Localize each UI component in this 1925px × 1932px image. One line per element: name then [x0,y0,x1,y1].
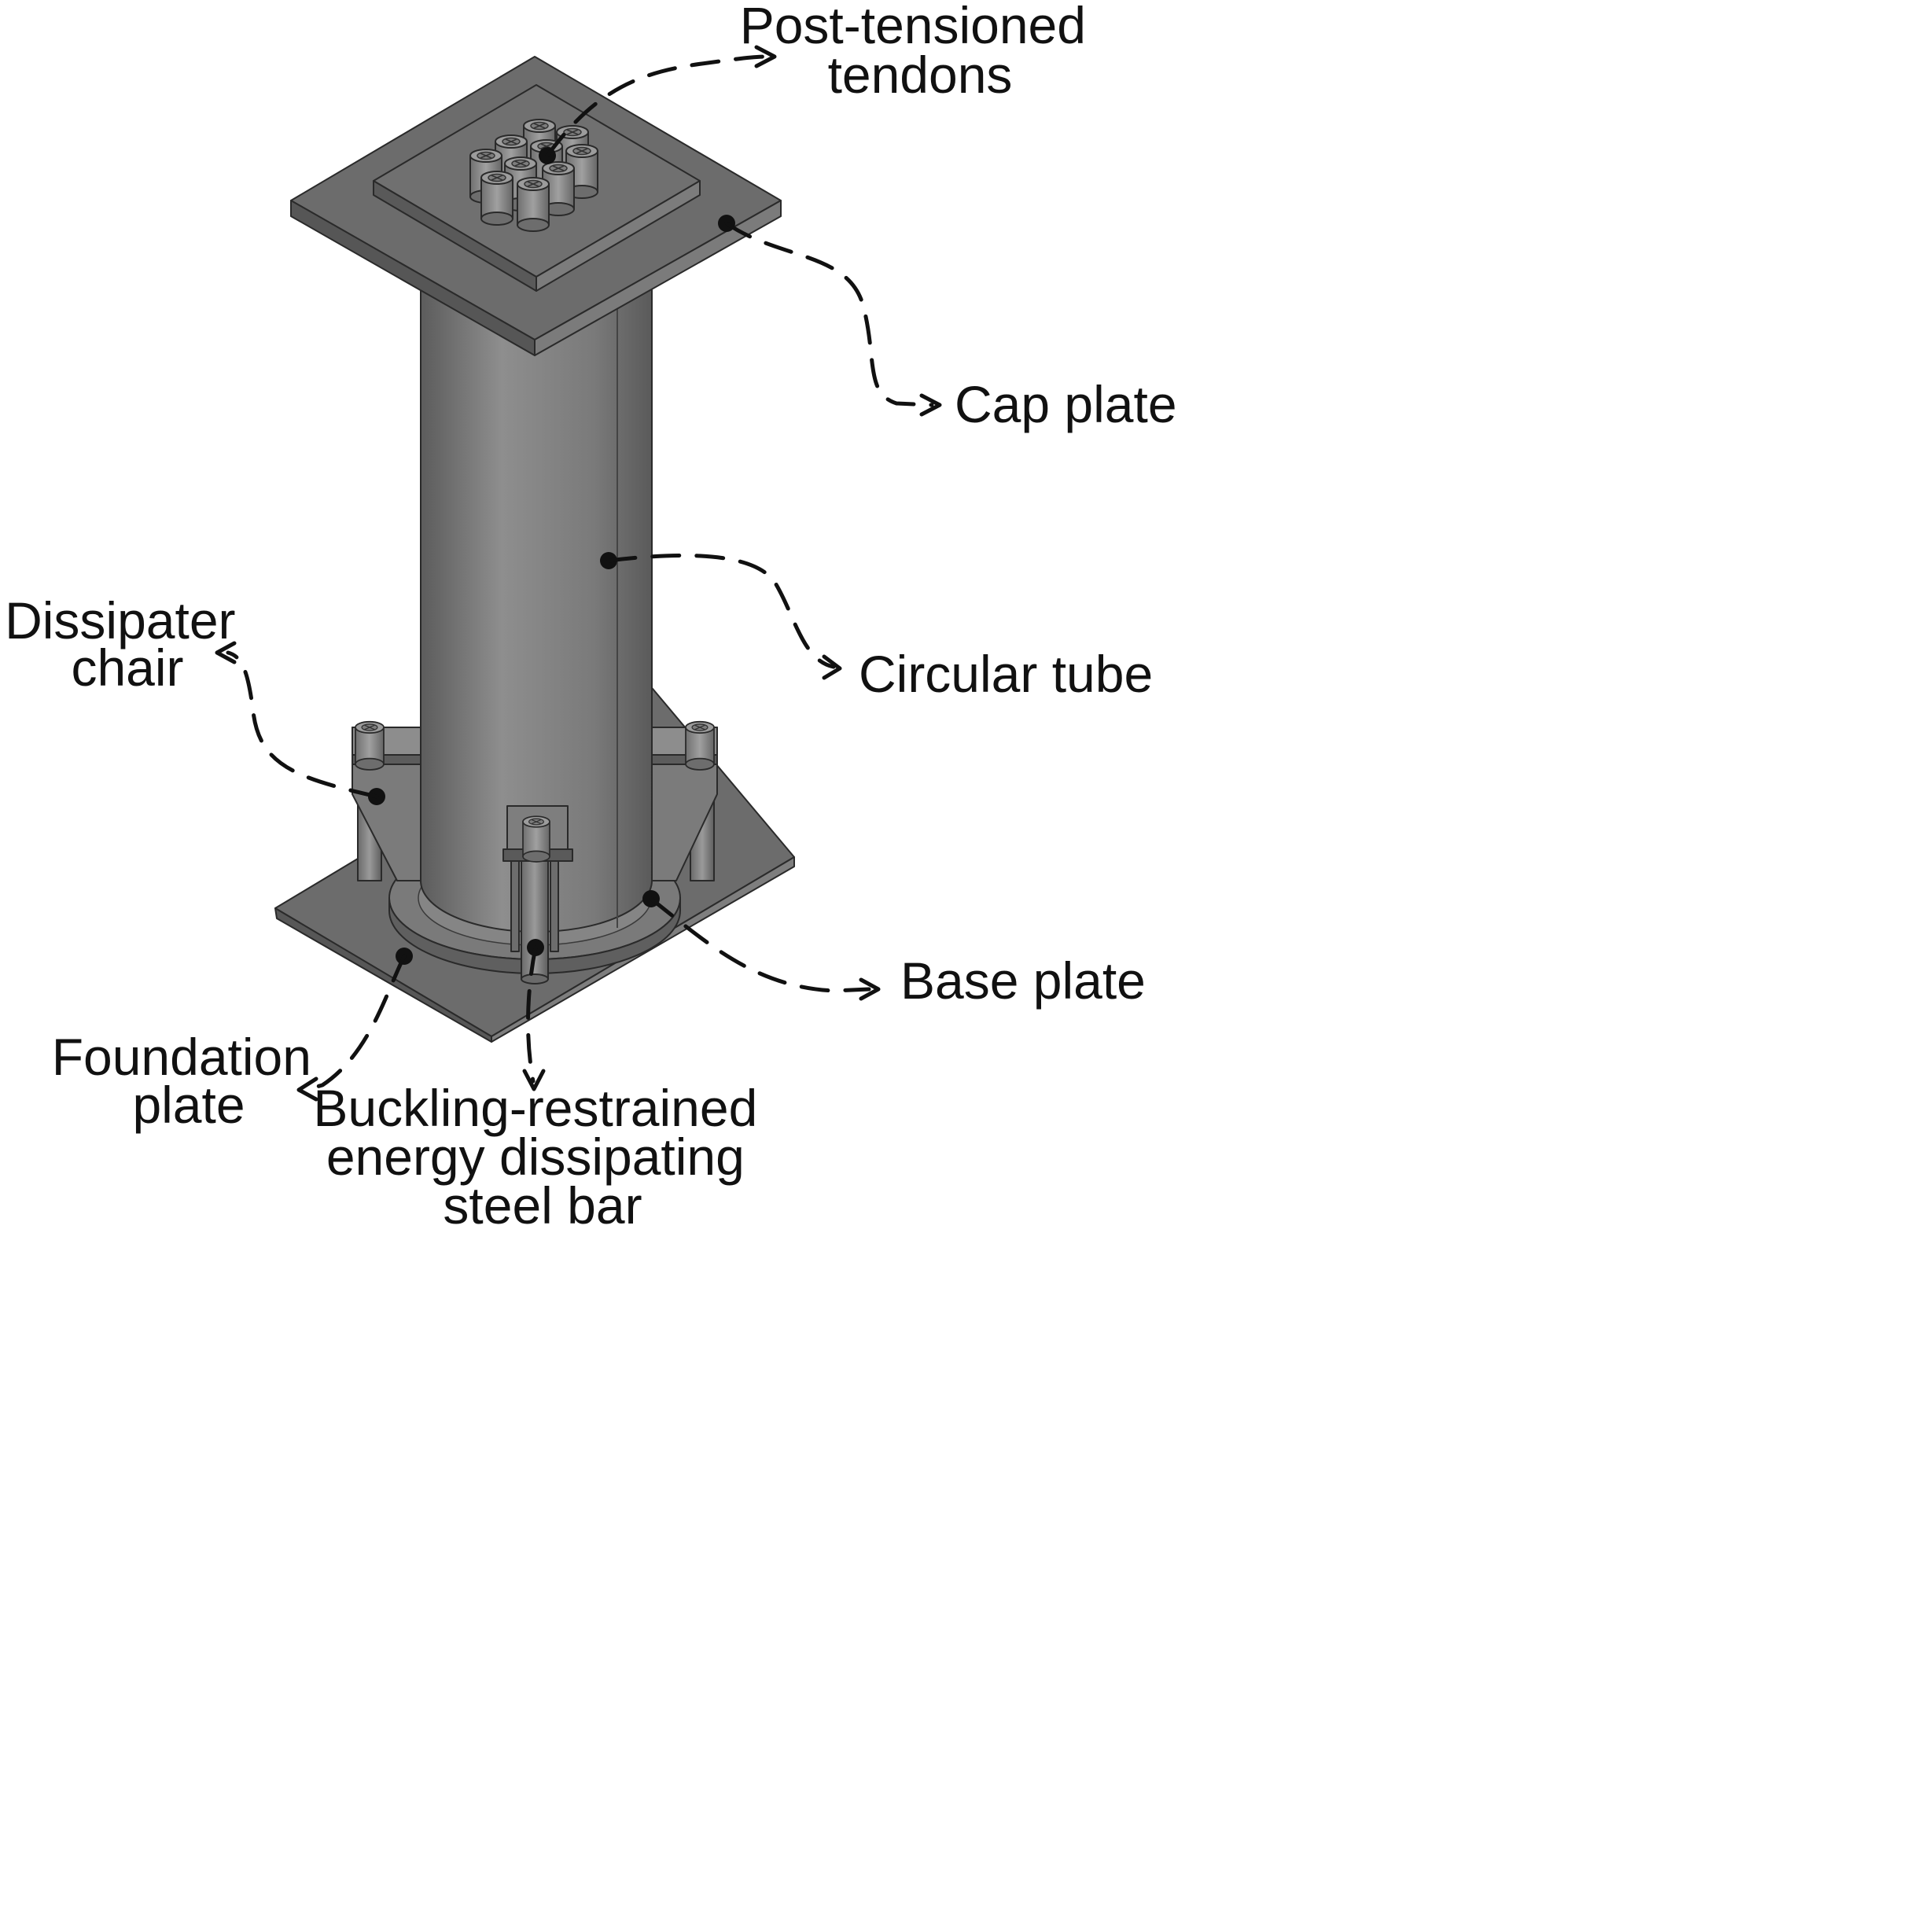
label-base-plate: Base plate [900,951,1146,1010]
leader-foundation-plate [296,948,413,1102]
dissipater-chair-left [352,720,425,881]
label-circular-tube: Circular tube [859,645,1153,703]
tendon-anchor [517,177,550,232]
leader-cap-plate [718,215,942,417]
leader-post-tensioned-tendons [539,45,777,164]
leader-dissipater-chair [215,641,385,805]
buckling-restrained-bar [502,805,573,984]
leader-buckling-bar [522,939,546,1091]
label-foundation-plate: Foundation plate [52,1028,326,1134]
label-dissipater-chair: Dissipater chair [5,591,250,697]
leader-base-plate [642,890,881,1001]
leader-circular-tube [600,552,842,680]
label-buckling-bar: Buckling-restrained energy dissipating s… [313,1079,771,1235]
label-post-tensioned-tendons: Post-tensioned tendons [740,0,1101,104]
label-cap-plate: Cap plate [955,375,1177,433]
tendon-anchor [480,171,513,226]
dissipater-chair-right [648,720,718,881]
